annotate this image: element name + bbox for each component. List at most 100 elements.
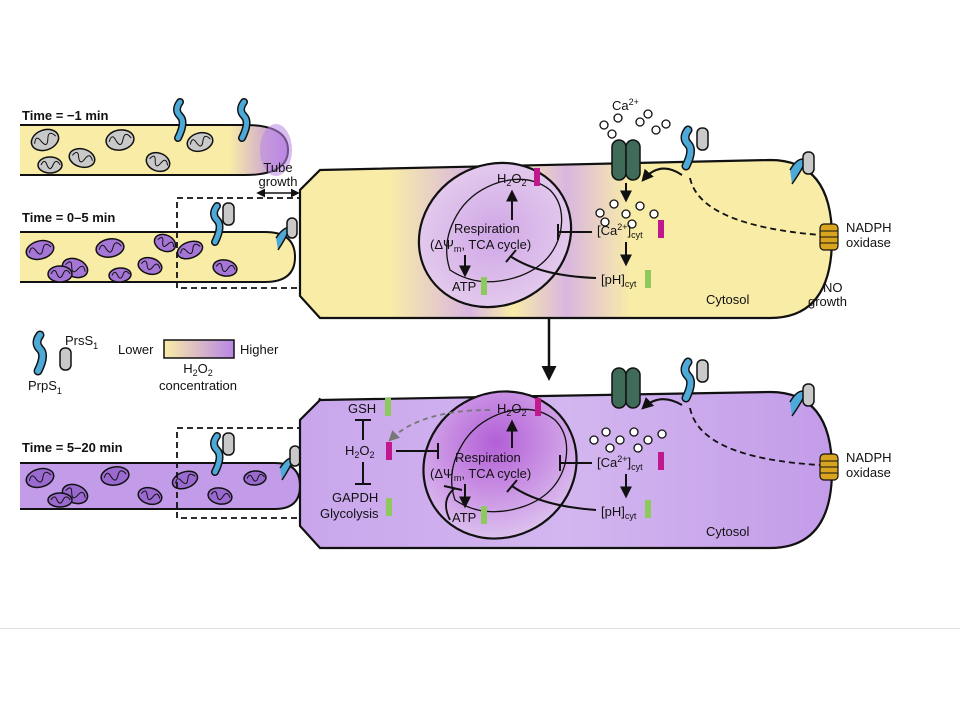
prss1-label: PrsS (65, 333, 94, 348)
legend: PrsS1 PrpS1 Lower Higher H2O2 concentrat… (28, 330, 279, 396)
calcium-ion-icon (595, 208, 605, 218)
gsh-label: GSH (348, 401, 376, 416)
calcium-ion-icon (627, 219, 637, 229)
svg-text:H2O2: H2O2 (497, 171, 527, 188)
svg-text:[pH]cyt: [pH]cyt (601, 504, 637, 521)
prss1-sub: 1 (93, 341, 98, 351)
mitochondrion-icon (153, 233, 177, 253)
mitochondrion-icon (68, 147, 96, 169)
calcium-ion-icon (599, 120, 609, 130)
page-divider (0, 628, 960, 629)
h2o2-mito-bottom: H (497, 401, 506, 416)
mitochondrion-icon (25, 239, 55, 261)
atp-bottom: ATP (452, 510, 476, 525)
ca-sup-top: 2+ (629, 97, 639, 107)
calcium-ion-icon (651, 125, 661, 135)
tube-growth-line1: Tube (263, 160, 292, 175)
calcium-ion-icon (601, 427, 611, 437)
h2o2-up-arrow-mito-bottom (535, 398, 541, 416)
calcium-ion-icon (600, 217, 610, 227)
svg-text:H2O2: H2O2 (183, 361, 213, 378)
mitochondrion-icon (137, 256, 163, 276)
nadph-label-top: NADPH (846, 220, 892, 235)
gsh-down-arrow (385, 398, 391, 416)
ca-up-arrow-top (658, 220, 664, 238)
calcium-ion-icon (635, 201, 645, 211)
mitochondrion-icon (171, 470, 199, 490)
cytosol-bottom: Cytosol (706, 524, 749, 539)
mitochondrion-icon (108, 267, 132, 283)
mitochondrion-icon (37, 156, 63, 174)
prss1-icon (59, 347, 72, 371)
no-growth-label1: NO (823, 280, 843, 295)
prps1-icon (34, 332, 46, 374)
nadph-oxidase-top (819, 223, 839, 251)
ph-down-arrow-top (645, 270, 651, 288)
calcium-ion-icon (615, 435, 625, 445)
legend-lower: Lower (118, 342, 154, 357)
ph-top: [pH] (601, 272, 625, 287)
atp-down-arrow-bottom (481, 506, 487, 524)
no-growth-label2: growth (808, 294, 847, 309)
svg-text:(ΔΨm, TCA cycle): (ΔΨm, TCA cycle) (430, 237, 531, 254)
mitochondrion-icon (100, 466, 130, 486)
legend-concentration: concentration (159, 378, 237, 393)
small-mitochondria (25, 128, 267, 508)
nadph-oxidase-bottom (819, 453, 839, 481)
receptor-top (682, 127, 694, 169)
calcium-ion-icon (609, 199, 619, 209)
calcium-ion-icon (643, 435, 653, 445)
respiration-bottom: Respiration (455, 450, 521, 465)
calcium-ion-icon (643, 109, 653, 119)
mitochondrion-icon (47, 265, 73, 283)
glycolysis-label: Glycolysis (320, 506, 379, 521)
calcium-ions-outside-top (599, 109, 671, 139)
small-receptors (173, 98, 301, 481)
calcium-ion-icon (605, 443, 615, 453)
glycolysis-down-arrow (386, 498, 392, 516)
mitochondrion-icon (95, 238, 125, 258)
tube-growth-line2: growth (258, 174, 297, 189)
mitochondrion-top (417, 161, 573, 309)
mitochondrion-icon (25, 467, 55, 489)
h2o2-up-arrow-top (534, 168, 540, 186)
calcium-ion-icon (657, 429, 667, 439)
calcium-ion-icon (613, 113, 623, 123)
calcium-ion-icon (649, 209, 659, 219)
calcium-channel-top (611, 139, 641, 181)
mitochondrion-icon (105, 129, 135, 151)
ca-label-top: Ca (612, 98, 629, 113)
top-panel: Ca2+ NADPH oxidase NO growth H2O2 Res (298, 97, 892, 320)
mitochondrion-icon (47, 492, 73, 508)
receptor-bottom (682, 359, 694, 401)
mitochondrion-icon (186, 131, 214, 153)
atp-down-arrow-top (481, 277, 487, 295)
mitochondrion-icon (176, 240, 204, 260)
mitochondrion-icon (243, 470, 267, 486)
legend-h2o2: H (183, 361, 192, 376)
svg-text:[Ca2+]cyt: [Ca2+]cyt (597, 454, 643, 472)
ph-bottom: [pH] (601, 504, 625, 519)
calcium-ion-icon (633, 443, 643, 453)
calcium-ion-icon (607, 129, 617, 139)
mitochondrion-icon (137, 486, 163, 506)
bottom-panel: NADPH oxidase GSH H2O2 GAPDH Glycolysis … (298, 357, 892, 550)
calcium-ion-icon (629, 427, 639, 437)
ca-up-arrow-bottom (658, 452, 664, 470)
mitochondrion-icon (207, 487, 233, 505)
calcium-channel-bottom (611, 367, 641, 409)
mitochondrion-icon (30, 128, 60, 152)
svg-text:Ca2+: Ca2+ (612, 97, 639, 113)
respiration-top: Respiration (454, 221, 520, 236)
svg-text:[Ca2+]cyt: [Ca2+]cyt (597, 222, 643, 240)
legend-gradient (163, 339, 235, 359)
h2o2-cyt-bottom: H (345, 443, 354, 458)
prps1-label: PrpS (28, 378, 57, 393)
calcium-ions-inside-top (595, 199, 659, 229)
h2o2-up-arrow-cyt (386, 442, 392, 460)
calcium-ion-icon (661, 119, 671, 129)
oxidase-label-top: oxidase (846, 235, 891, 250)
h2o2-mito-top: H (497, 171, 506, 186)
svg-text:(ΔΨm, TCA cycle): (ΔΨm, TCA cycle) (430, 466, 531, 483)
